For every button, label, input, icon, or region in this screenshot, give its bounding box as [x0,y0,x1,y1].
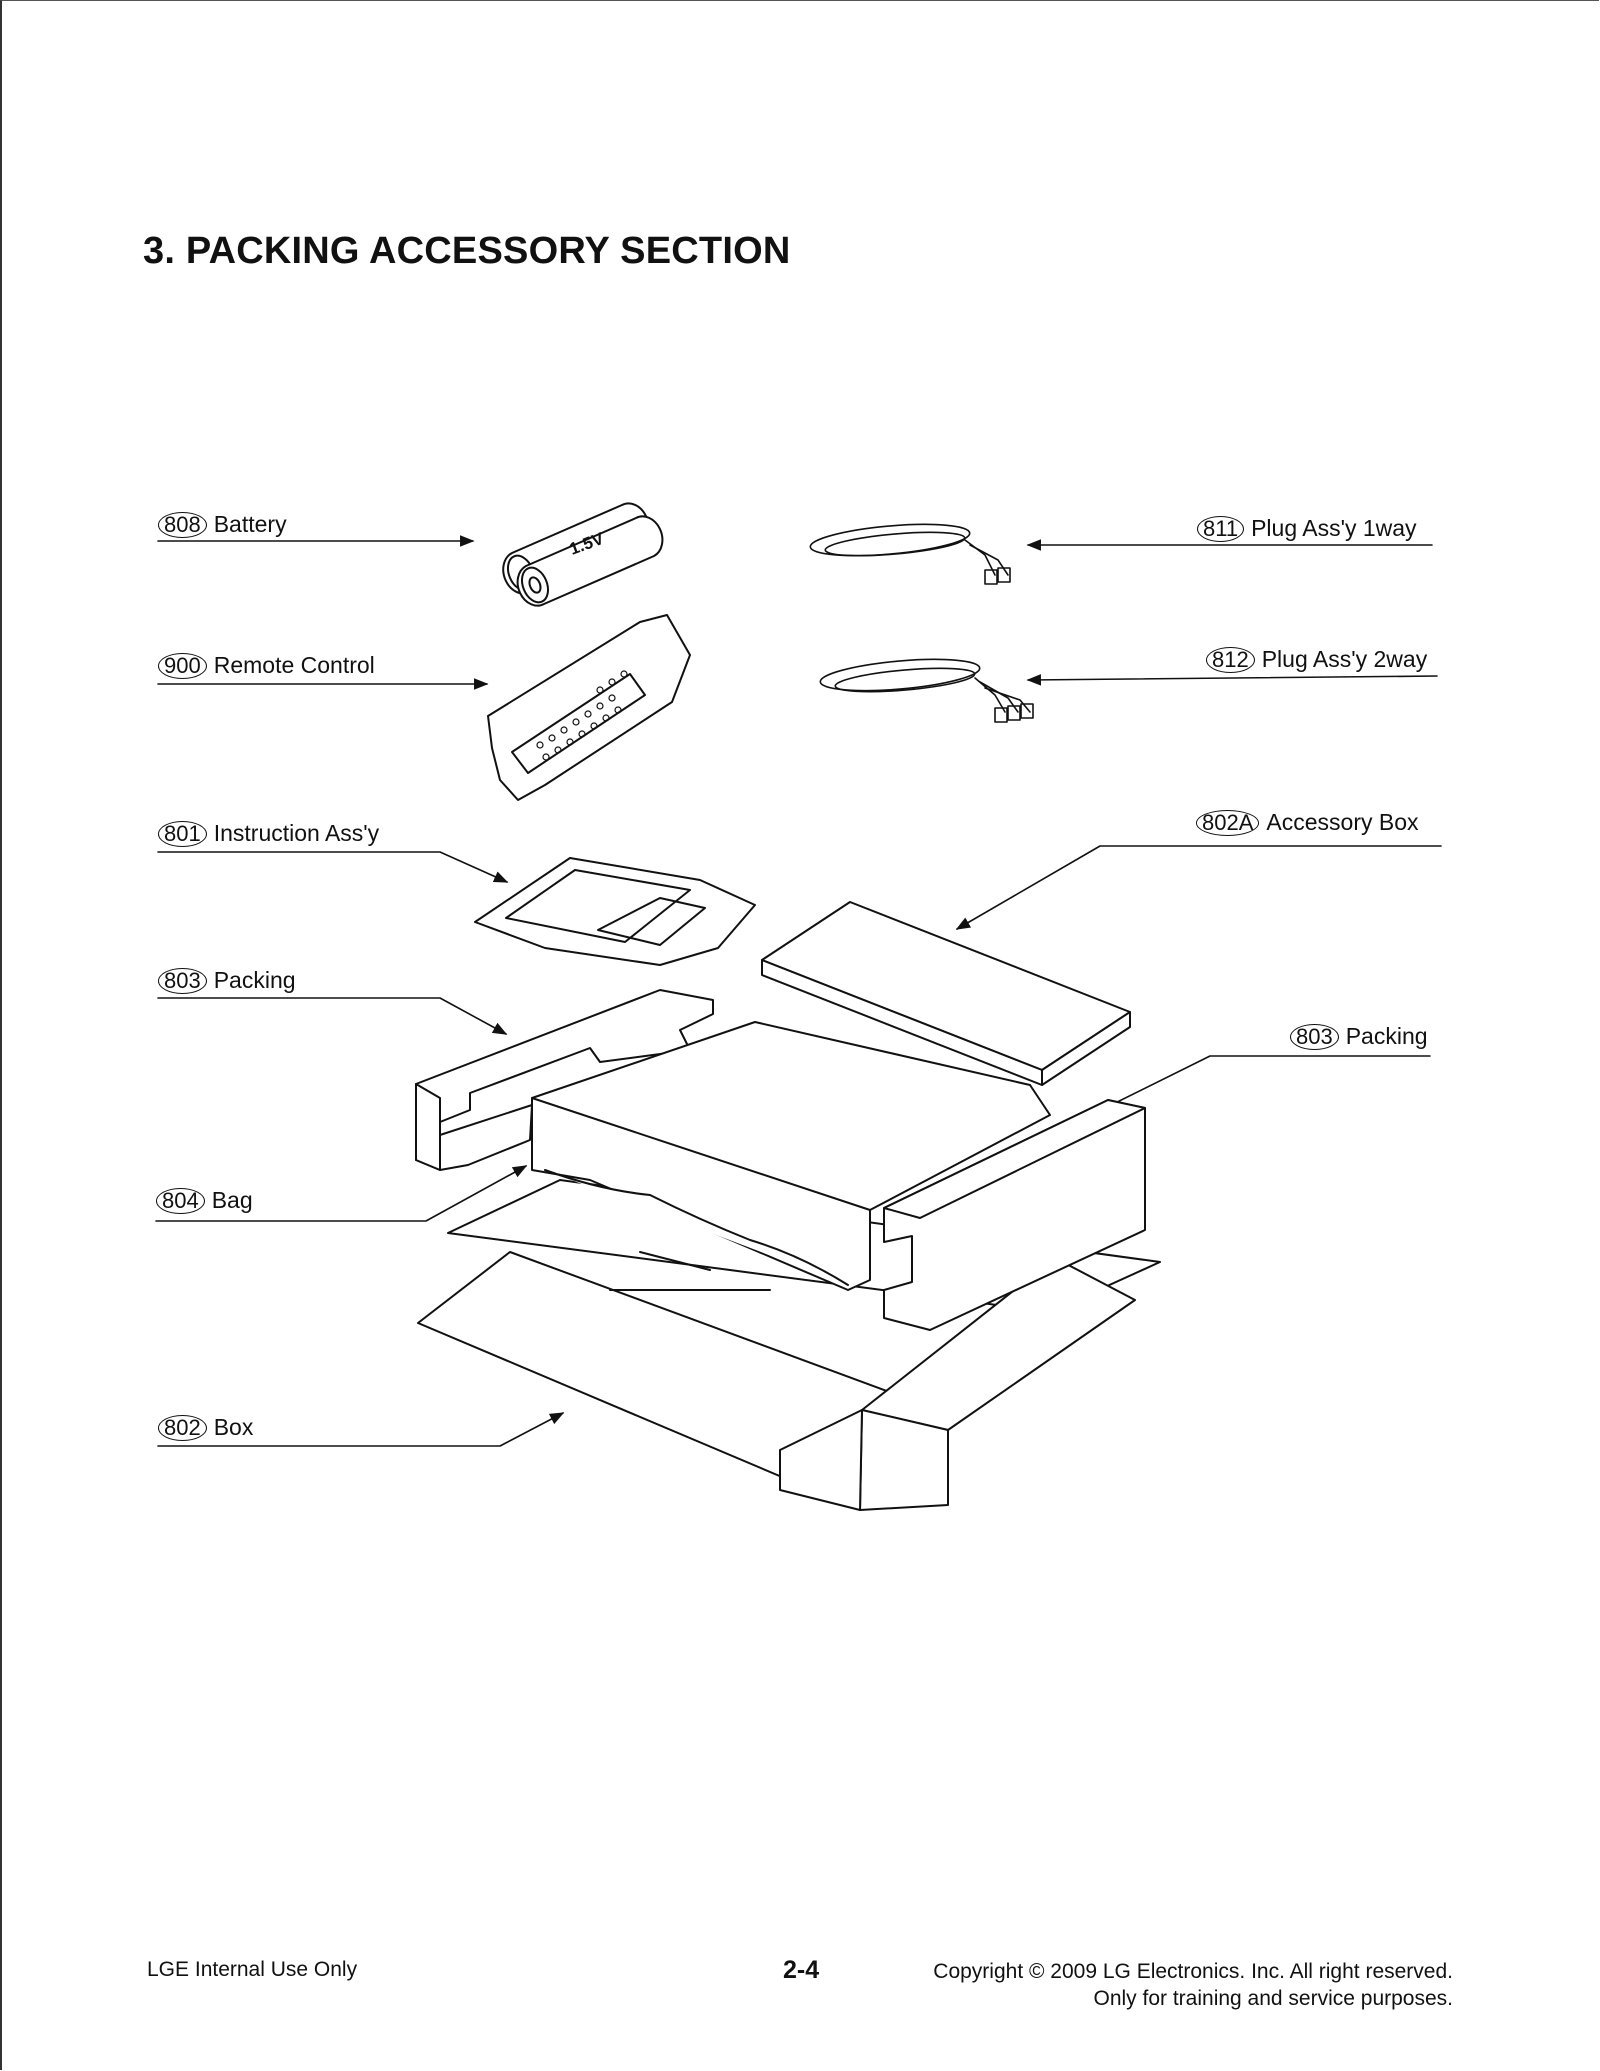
callout-packing-right: 803 Packing [1290,1023,1428,1050]
part-number-badge: 803 [1290,1023,1339,1050]
callout-box: 802 Box [158,1414,253,1441]
part-number-badge: 900 [158,652,207,679]
part-name: Accessory Box [1266,809,1419,835]
part-name: Plug Ass'y 1way [1251,515,1417,541]
part-name: Battery [213,511,287,537]
leader-lines [155,535,1442,1447]
part-name: Instruction Ass'y [213,820,380,846]
callout-accessory-box: 802A Accessory Box [1196,809,1419,836]
part-number-badge: 812 [1206,646,1255,673]
callout-battery: 808 Battery [158,511,287,538]
part-name: Packing [1345,1023,1428,1049]
part-number-badge: 804 [156,1187,205,1214]
part-number-badge: 802A [1196,809,1260,836]
part-name: Box [213,1414,254,1440]
copyright-line-2: Only for training and service purposes. [1093,1987,1453,2010]
callout-remote-control: 900 Remote Control [158,652,375,679]
part-name: Packing [213,967,296,993]
callout-bag: 804 Bag [156,1187,253,1214]
plug-2way-icon [819,658,1034,723]
accessory-box-icon [761,901,1131,1086]
plug-1way-icon [809,523,1011,585]
main-unit-bag-icon [531,1021,1051,1291]
callout-plug-1way: 811 Plug Ass'y 1way [1197,515,1417,542]
part-name: Bag [211,1187,253,1213]
footer-copyright: Copyright © 2009 LG Electronics. Inc. Al… [933,1958,1453,2012]
part-number-badge: 801 [158,820,207,847]
instruction-manual-icon [474,857,756,966]
copyright-line-1: Copyright © 2009 LG Electronics. Inc. Al… [933,1960,1453,1983]
remote-control-icon [487,614,691,801]
part-number-badge: 803 [158,967,207,994]
part-number-badge: 808 [158,511,207,538]
part-number-badge: 811 [1197,515,1245,542]
callout-plug-2way: 812 Plug Ass'y 2way [1206,646,1427,673]
callout-instruction: 801 Instruction Ass'y [158,820,379,847]
part-name: Remote Control [213,652,375,678]
footer-internal-use: LGE Internal Use Only [147,1958,358,1981]
part-number-badge: 802 [158,1414,207,1441]
page-number: 2-4 [783,1956,820,1984]
callout-packing-left: 803 Packing [158,967,296,994]
battery-icon: 1.5V [502,502,664,607]
section-title: 3. PACKING ACCESSORY SECTION [143,230,791,272]
packing-right-icon [883,1099,1146,1331]
part-name: Plug Ass'y 2way [1261,646,1428,672]
packing-left-icon [415,989,714,1171]
